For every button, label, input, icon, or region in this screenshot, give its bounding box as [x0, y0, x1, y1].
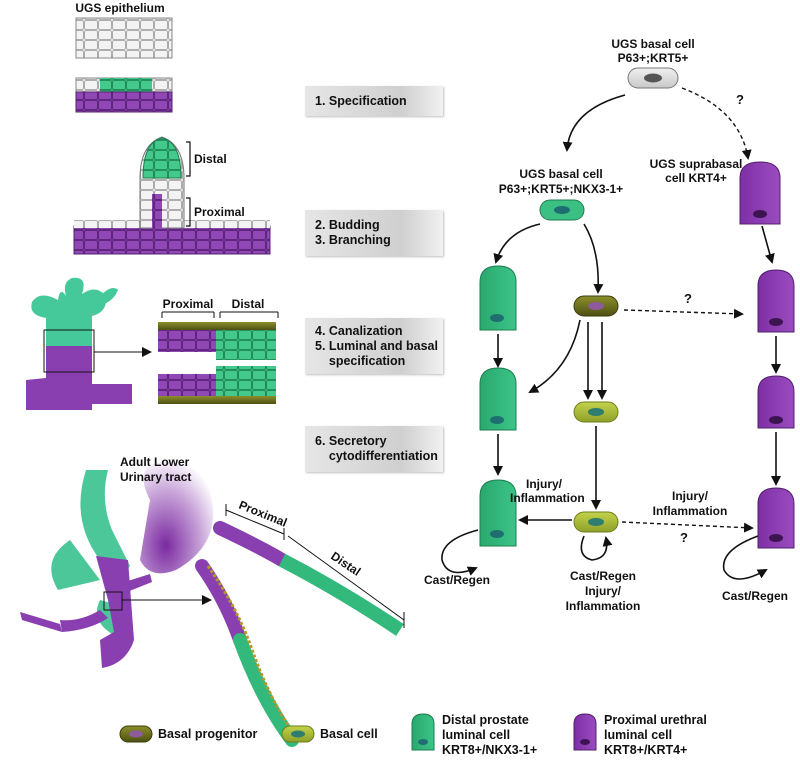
basal-cell-2	[573, 511, 619, 533]
top-basal-cell	[627, 67, 679, 89]
arrow-suprabasal-down	[761, 225, 775, 264]
arrow-mid-to-luminal	[493, 223, 541, 264]
step-4-label: 4. Canalization	[315, 324, 403, 338]
distal-luminal-cell-1	[479, 265, 517, 331]
suprabasal-label-line2: cell KRT4+	[665, 171, 727, 185]
ugs-epithelium-label: UGS epithelium	[75, 1, 164, 15]
mid-basal-cell	[539, 199, 585, 221]
cast-regen-middle-line3: Inflammation	[566, 599, 641, 613]
section-distal-label: Distal	[232, 297, 265, 311]
step-6-label: 6. Secretory	[315, 434, 387, 448]
top-cell-label-line1: UGS basal cell	[611, 37, 694, 51]
arrow-basal-to-proximal	[621, 521, 754, 533]
basal-progenitor-cell	[573, 295, 619, 317]
step-box-4	[305, 426, 443, 472]
injury-left-line1: Injury/	[526, 477, 563, 491]
legend-basal-progenitor-label: Basal progenitor	[158, 727, 258, 741]
section-proximal-label: Proximal	[163, 297, 214, 311]
cast-regen-right: Cast/Regen	[722, 589, 788, 603]
adult-duct-section	[195, 504, 405, 747]
proximal-luminal-cell-2	[757, 375, 795, 429]
self-renew-arrow-distal	[441, 529, 479, 576]
step-1-label: 1. Specification	[315, 94, 407, 108]
basal-cell-1	[573, 401, 619, 423]
duct-section	[158, 311, 279, 404]
ductal-tree	[26, 277, 152, 410]
proximal-luminal-cell-1	[757, 269, 795, 333]
step-5-label-cont: specification	[315, 354, 406, 368]
self-renew-arrow-basal	[580, 535, 613, 561]
injury-right-line1: Injury/	[672, 489, 709, 503]
ugs-epithelium-layer	[75, 17, 173, 59]
legend-proximal-line3: KRT8+/KRT4+	[604, 743, 688, 757]
legend-proximal-swatch	[573, 713, 597, 751]
specification-epithelium	[75, 77, 173, 113]
adult-urinary-tract	[20, 461, 214, 668]
legend-basal-cell-label: Basal cell	[320, 727, 378, 741]
cast-regen-middle-line1: Cast/Regen	[570, 569, 636, 583]
step-box-3	[305, 318, 443, 374]
legend-proximal-line2: luminal cell	[604, 728, 673, 742]
question-mark-bottom: ?	[680, 530, 688, 545]
distal-luminal-cell-3	[479, 479, 517, 547]
injury-left-line2: Inflammation	[510, 491, 585, 505]
legend-basal-progenitor-swatch	[119, 725, 153, 743]
legend-proximal-line1: Proximal urethral	[604, 713, 707, 727]
legend-distal-swatch	[411, 713, 435, 751]
question-mark-top: ?	[736, 92, 744, 107]
distal-luminal-cell-2	[479, 367, 517, 431]
mid-cell-label-line1: UGS basal cell	[519, 167, 602, 181]
step-6-label-cont: cytodifferentiation	[315, 449, 438, 463]
adult-distal-label: Distal	[328, 549, 363, 579]
proximal-luminal-cell-3	[757, 487, 795, 549]
step-2-label: 2. Budding	[315, 218, 380, 232]
step-box-1	[305, 86, 443, 116]
legend-distal-line2: luminal cell	[442, 728, 511, 742]
arrow-top-to-mid	[562, 94, 626, 152]
injury-right-line2: Inflammation	[653, 504, 728, 518]
arrow-progenitor-to-luminal	[528, 319, 581, 393]
arrow-mid-to-progenitor	[583, 223, 604, 294]
legend-basal-cell-swatch	[281, 725, 315, 743]
arrow-progenitor-to-proximal	[623, 308, 744, 319]
legend-distal-line3: KRT8+/NKX3-1+	[442, 743, 538, 757]
distal-label: Distal	[194, 152, 227, 166]
cast-regen-left: Cast/Regen	[424, 573, 490, 587]
adult-label-line2: Urinary tract	[120, 470, 191, 484]
step-3-label: 3. Branching	[315, 233, 391, 247]
top-cell-label-line2: P63+;KRT5+	[618, 51, 689, 65]
adult-label-line1: Adult Lower	[120, 455, 190, 469]
step-5-label: 5. Luminal and basal	[315, 339, 438, 353]
step-box-2	[305, 210, 443, 256]
proximal-label: Proximal	[194, 205, 245, 219]
legend-distal-line1: Distal prostate	[442, 713, 529, 727]
suprabasal-label-line1: UGS suprabasal	[650, 157, 743, 171]
cast-regen-middle-line2: Injury/	[585, 584, 622, 598]
budding-epithelium	[73, 136, 271, 255]
self-renew-arrow-proximal	[722, 535, 768, 580]
suprabasal-cell	[739, 161, 781, 225]
mid-cell-label-line2: P63+;KRT5+;NKX3-1+	[499, 182, 623, 196]
question-mark-mid: ?	[684, 291, 692, 306]
